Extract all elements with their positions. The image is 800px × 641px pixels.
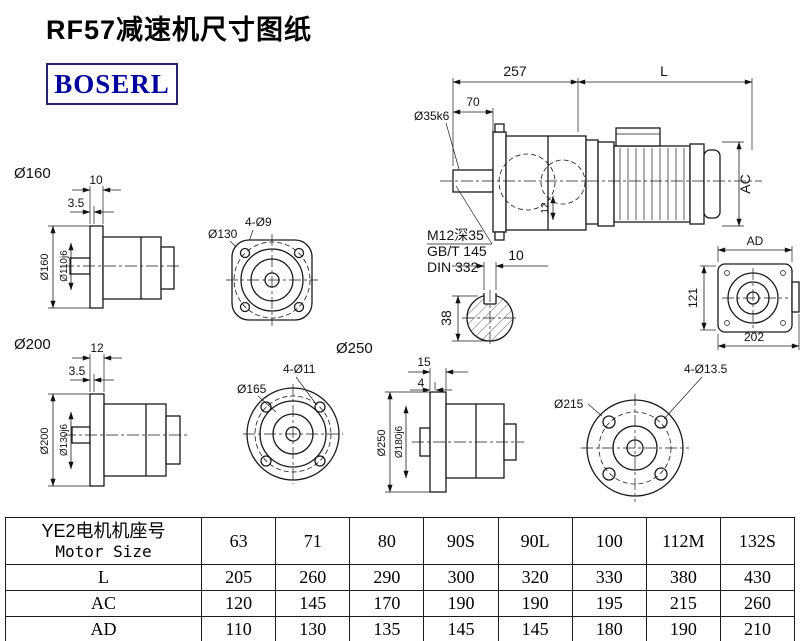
table-col-header: 80 xyxy=(349,517,425,565)
side250-dia-label: Ø250 xyxy=(376,430,388,457)
flange-130-face-view: 4-Ø9 Ø130 xyxy=(208,215,318,326)
table-cell: 190 xyxy=(645,616,721,641)
face250-holes-label: 4-Ø11 xyxy=(283,362,316,376)
table-cell: 300 xyxy=(423,564,499,591)
flange160-dim35-label: 3.5 xyxy=(68,196,85,210)
table-cell: 110 xyxy=(200,616,277,641)
dim-12-label: 12 xyxy=(540,202,551,214)
flange200-label: Ø200 xyxy=(14,336,51,353)
dim-121-label: 121 xyxy=(686,288,700,308)
face130-boltcircle-label: Ø130 xyxy=(208,227,238,241)
table-row: AD 110 130 135 145 145 180 190 210 xyxy=(5,616,796,641)
dim-l-label: L xyxy=(660,63,668,79)
table-col-header: 132S xyxy=(719,517,796,565)
flange200-dim35-label: 3.5 xyxy=(69,364,86,378)
face215-holes-label: 4-Ø13.5 xyxy=(684,362,728,376)
table-cell: 210 xyxy=(719,616,796,641)
flange160-label: Ø160 xyxy=(14,165,51,182)
table-cell: 205 xyxy=(200,564,277,591)
table-row: L 205 260 290 300 320 330 380 430 xyxy=(5,564,796,591)
table-col-header: 90L xyxy=(497,517,573,565)
table-cell: 145 xyxy=(497,616,573,641)
flange160-dim10-label: 10 xyxy=(89,173,103,187)
side250-pilot-label: Ø180j6 xyxy=(394,425,405,458)
table-header-cn: YE2电机机座号 xyxy=(41,521,166,541)
keyway-width-label: 10 xyxy=(508,247,524,263)
table-cell: 320 xyxy=(497,564,573,591)
flange200-dia-label: Ø200 xyxy=(39,428,51,455)
table-cell: 290 xyxy=(349,564,425,591)
table-col-header: 90S xyxy=(423,517,499,565)
table-cell: 145 xyxy=(423,616,499,641)
table-row: AC 120 145 170 190 190 195 215 260 xyxy=(5,590,796,617)
table-cell: 130 xyxy=(275,616,351,641)
table-cell: 215 xyxy=(645,590,721,617)
flange160-pilot-label: Ø110j6 xyxy=(59,250,70,282)
assembly-side-view: 257 L 70 Ø35k6 AC 12 M12深35 GB/T 145 DIN… xyxy=(414,63,762,275)
std-din-label: DIN 332 xyxy=(427,259,479,275)
flange-250-side-view: 15 4 Ø250 Ø180j6 xyxy=(376,355,524,493)
table-row-label: AD xyxy=(5,616,202,641)
table-row-label: L xyxy=(5,564,202,591)
technical-drawing: 257 L 70 Ø35k6 AC 12 M12深35 GB/T 145 DIN… xyxy=(14,63,800,502)
side250-dim4-label: 4 xyxy=(418,376,425,390)
flange-250-face-view: Ø250 4-Ø11 Ø165 xyxy=(237,340,373,484)
flange200-dim12-label: 12 xyxy=(90,341,104,355)
motor-size-table: YE2电机机座号 Motor Size 63 71 80 90S 90L 100… xyxy=(5,517,796,641)
table-cell: 135 xyxy=(349,616,425,641)
face215-dia-label: Ø215 xyxy=(554,397,584,411)
table-cell: 195 xyxy=(571,590,647,617)
table-cell: 145 xyxy=(275,590,351,617)
table-col-header: 71 xyxy=(275,517,351,565)
thread-label: M12深35 xyxy=(427,227,484,243)
table-cell: 380 xyxy=(645,564,721,591)
table-cell: 330 xyxy=(571,564,647,591)
motor-end-view: AD 121 202 xyxy=(686,234,800,350)
table-cell: 260 xyxy=(719,590,796,617)
dim-202-label: 202 xyxy=(744,330,764,344)
flange-215-face-view: 4-Ø13.5 Ø215 xyxy=(554,362,728,502)
dim-ac-label: AC xyxy=(737,174,753,193)
table-cell: 170 xyxy=(349,590,425,617)
flange160-dia-label: Ø160 xyxy=(39,254,51,281)
side250-dim15-label: 15 xyxy=(417,355,431,369)
boserl-logo: BOSERL xyxy=(46,63,178,105)
shaft-dia-label: Ø35k6 xyxy=(414,109,450,123)
table-col-header: 100 xyxy=(571,517,647,565)
dimension-table-wrap: YE2电机机座号 Motor Size 63 71 80 90S 90L 100… xyxy=(5,517,796,641)
face130-holes-label: 4-Ø9 xyxy=(245,215,272,229)
shaft-keyway-section: 10 38 xyxy=(438,247,548,346)
face250-label: Ø250 xyxy=(336,340,373,357)
table-header-motor-size: YE2电机机座号 Motor Size xyxy=(5,517,202,565)
table-cell: 120 xyxy=(200,590,277,617)
face250-boltcircle-label: Ø165 xyxy=(237,382,267,396)
page-title: RF57减速机尺寸图纸 xyxy=(46,15,313,45)
dim-ad-label: AD xyxy=(747,234,764,248)
dim-70-label: 70 xyxy=(466,95,480,109)
flange-160-view: Ø160 10 3.5 Ø160 Ø110j6 xyxy=(14,165,182,309)
flange200-pilot-label: Ø130j6 xyxy=(59,423,70,456)
table-header-en: Motor Size xyxy=(55,542,152,561)
table-col-header: 112M xyxy=(645,517,721,565)
dim-257-label: 257 xyxy=(503,63,527,79)
std-gb-label: GB/T 145 xyxy=(427,243,487,259)
keyway-height-label: 38 xyxy=(438,310,454,326)
table-row-label: AC xyxy=(5,590,202,617)
table-col-header: 63 xyxy=(200,517,277,565)
table-cell: 190 xyxy=(423,590,499,617)
table-cell: 430 xyxy=(719,564,796,591)
table-cell: 190 xyxy=(497,590,573,617)
flange-200-view: Ø200 12 3.5 Ø200 Ø130j6 xyxy=(14,336,188,487)
table-cell: 180 xyxy=(571,616,647,641)
table-cell: 260 xyxy=(275,564,351,591)
